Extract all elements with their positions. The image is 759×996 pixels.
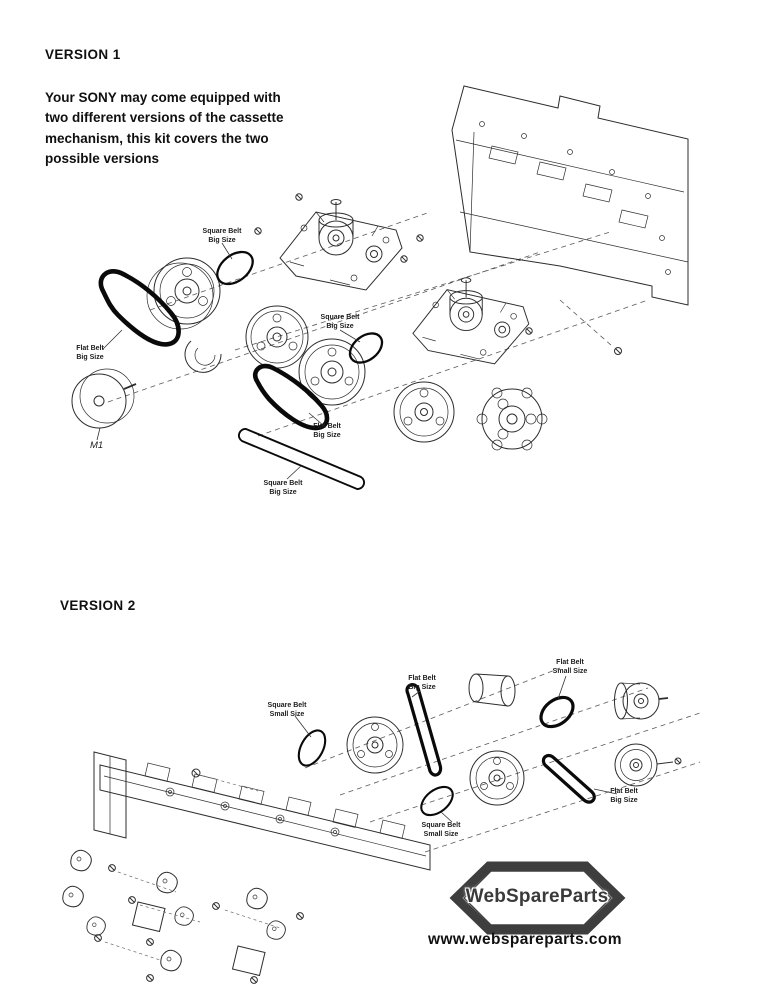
assembly-axis-lines-v1 <box>107 211 649 437</box>
label-flat-belt-big-mid: Flat Belt Big Size <box>313 423 341 440</box>
square-belt-big-top-drawing <box>216 250 254 286</box>
label-square-belt-small-top: Square Belt Small Size <box>267 702 307 719</box>
assembly-axis-lines-v2 <box>304 667 701 853</box>
flat-belt-small-drawing <box>539 695 575 729</box>
flywheel-a <box>346 716 404 774</box>
chassis-drawing-v2 <box>93 751 431 871</box>
label-motor-m1: M1 <box>90 440 104 451</box>
flat-belt-big-mid-drawing <box>252 363 330 431</box>
pulley-left <box>146 257 221 330</box>
webspareparts-logo-hexagon <box>449 861 626 935</box>
label-square-belt-big-top: Square Belt Big Size <box>202 228 242 245</box>
label-flat-belt-big-top: Flat Belt Big Size <box>408 675 436 692</box>
version2-diagram <box>62 667 701 984</box>
label-leader-lines-v1 <box>96 242 361 480</box>
label-flat-belt-big-left: Flat Belt Big Size <box>76 345 104 362</box>
capstan-assembly-1 <box>279 199 403 291</box>
intro-text: Your SONY may come equipped with two dif… <box>45 90 284 166</box>
version2-heading: VERSION 2 <box>60 598 136 613</box>
version1-heading: VERSION 1 <box>45 47 121 62</box>
motor-m1-drawing <box>71 368 137 429</box>
motor-v2-drawing <box>614 682 669 720</box>
flywheel-b <box>469 750 525 806</box>
flywheel-lower <box>298 338 366 406</box>
label-square-belt-small-bottom: Square Belt Small Size <box>421 822 461 839</box>
website-url: www.webspareparts.com <box>428 931 622 948</box>
bracket-holder <box>184 340 222 373</box>
roller-drawing <box>468 673 516 707</box>
flywheel-center <box>245 305 309 369</box>
square-belt-small-top-drawing <box>297 729 327 767</box>
webspareparts-logo-text: WebSpareParts <box>465 886 609 907</box>
square-belt-big-mid-drawing <box>348 332 384 364</box>
capstan-assembly-2 <box>412 277 530 365</box>
pulley-right <box>393 381 455 443</box>
label-square-belt-big-long: Square Belt Big Size <box>263 480 303 497</box>
chassis-panel-drawing <box>451 85 689 355</box>
version1-diagram <box>71 85 689 490</box>
lower-mechanism-parts <box>62 849 304 984</box>
flat-belt-big-top-drawing <box>405 683 443 777</box>
label-leader-lines-v2 <box>294 675 618 823</box>
square-belt-big-long-drawing <box>238 428 365 490</box>
flat-belt-big-right-drawing <box>541 753 596 804</box>
label-flat-belt-small: Flat Belt Small Size <box>552 659 588 676</box>
flat-belt-big-left-drawing <box>98 269 181 347</box>
pulley-small-right <box>614 743 682 787</box>
label-square-belt-big-mid: Square Belt Big Size <box>320 314 360 331</box>
label-flat-belt-big-right: Flat Belt Big Size <box>610 788 638 805</box>
gear-wheel <box>476 387 548 451</box>
square-belt-small-bottom-drawing <box>420 785 454 817</box>
screws-v1 <box>254 193 533 335</box>
